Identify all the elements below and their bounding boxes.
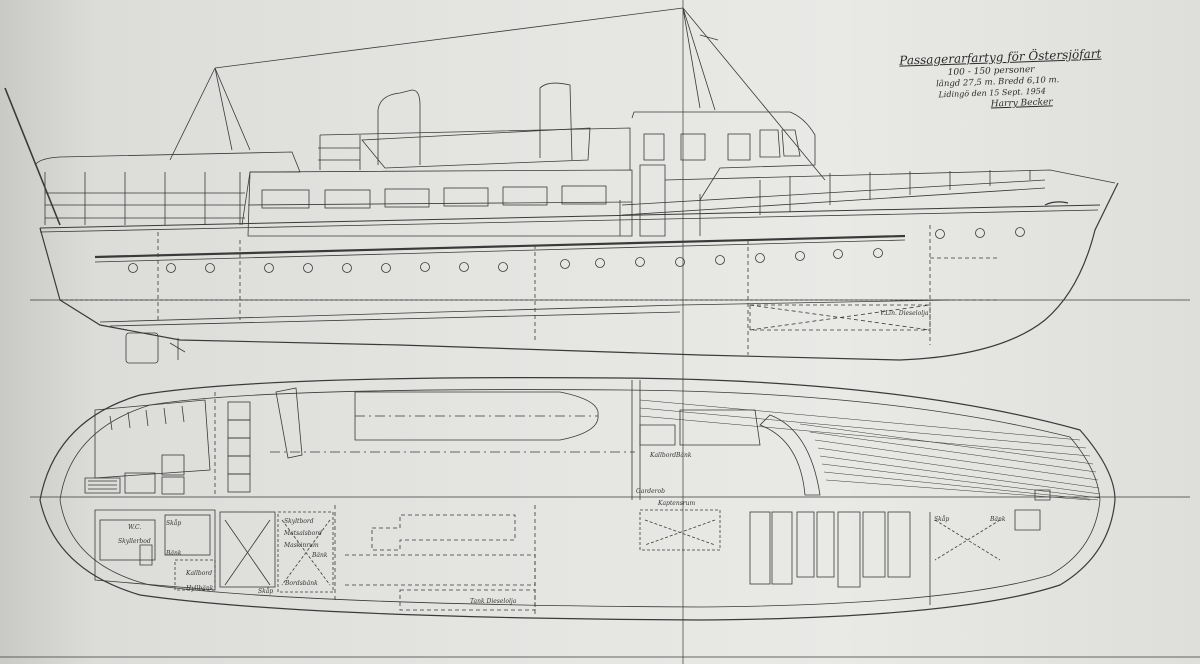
bordsbank-label: Bordsbänk: [285, 580, 318, 587]
deck-plan: [39, 377, 1116, 621]
side-elevation: [4, 7, 1119, 364]
maskinrum-label: Maskinrum: [284, 542, 319, 549]
garderob-label: Garderob: [636, 488, 665, 495]
bank-label-4: Bänk: [990, 516, 1006, 523]
skyllerbod-label: Skyllerbod: [118, 538, 151, 545]
matsalsbord-label: Matsalsbord: [284, 530, 322, 537]
kallbord-label-2: Kallbord: [650, 452, 677, 459]
bank-label-3: Bänk: [676, 452, 692, 459]
bank-label-1: Bänk: [166, 550, 182, 557]
skap-label-2: Skåp: [258, 588, 274, 595]
wc-label: W.C.: [128, 524, 142, 531]
skap-label-3: Skåp: [934, 516, 950, 523]
bank-label-2: Bänk: [312, 552, 328, 559]
tank-label: Tank Dieselolja: [470, 598, 517, 605]
waterline-label: V.Lin. Dieselolja: [880, 310, 929, 317]
kaptensrum-label: Kaptensrum: [658, 500, 696, 507]
skyltbord-label: Skyltbord: [284, 518, 314, 525]
title-block: Passagerarfartyg för Östersjöfart 100 - …: [899, 46, 1111, 112]
kallbord-label: Kallbord: [186, 570, 213, 577]
skap-label-1: Skåp: [166, 520, 182, 527]
hyllbank-label: Hyllbänk: [186, 585, 214, 592]
